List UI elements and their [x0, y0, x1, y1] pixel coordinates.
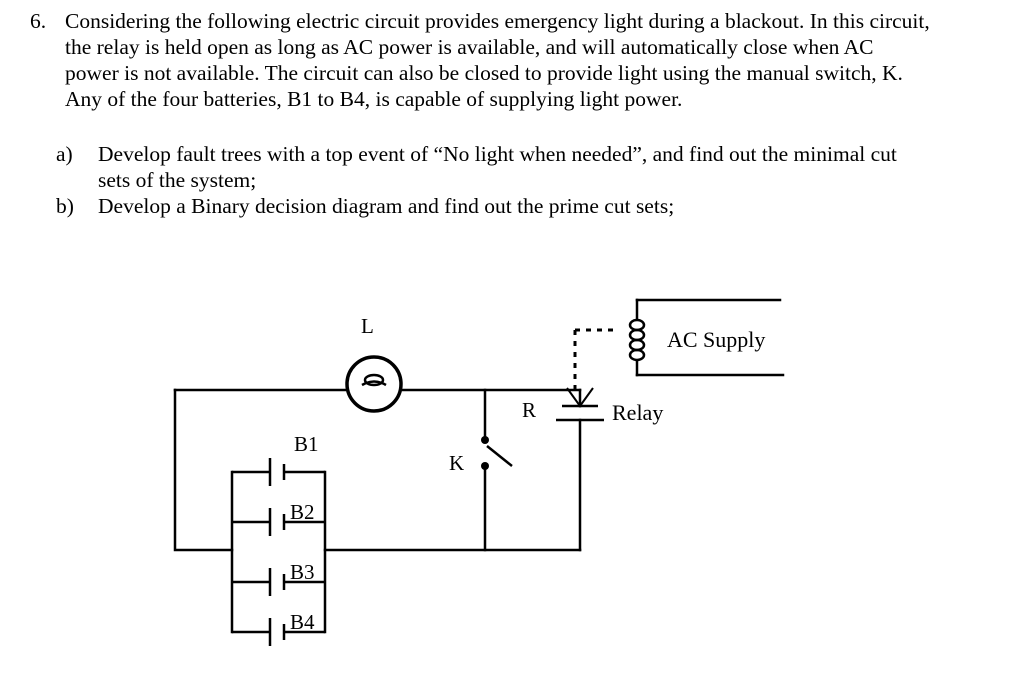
part-a: a) Develop fault trees with a top event …: [56, 141, 956, 193]
switch-k-symbol: [481, 436, 513, 470]
question-stem: 6. Considering the following electric ci…: [30, 8, 930, 112]
relay-coil-symbol: [628, 318, 646, 362]
lamp-symbol: [345, 355, 403, 413]
part-a-label: a): [56, 142, 73, 166]
battery-b4: [232, 618, 325, 646]
batteries: [232, 458, 325, 646]
battery-label-b1: B1: [294, 432, 319, 456]
relay-link-dashed: [573, 328, 616, 392]
battery-label-b3: B3: [290, 560, 315, 584]
relay-label: Relay: [612, 400, 663, 425]
relay-contact-symbol: [556, 387, 604, 422]
part-b-text: Develop a Binary decision diagram and fi…: [98, 194, 675, 218]
lamp-label: L: [361, 314, 374, 338]
battery-b3: [232, 568, 325, 596]
ac-supply-label: AC Supply: [667, 327, 765, 352]
switch-k-label: K: [449, 451, 464, 475]
battery-b1: [232, 458, 325, 486]
question-block: 6. Considering the following electric ci…: [30, 8, 930, 112]
battery-label-b2: B2: [290, 500, 315, 524]
battery-label-b4: B4: [290, 610, 315, 634]
question-number: 6.: [30, 9, 47, 33]
part-a-text: Develop fault trees with a top event of …: [98, 142, 897, 192]
question-text: Considering the following electric circu…: [65, 9, 930, 111]
relay-contact-label: R: [522, 398, 536, 422]
part-b-label: b): [56, 194, 74, 218]
part-b: b) Develop a Binary decision diagram and…: [56, 193, 956, 219]
wire-left: [173, 388, 234, 552]
battery-b2: [232, 508, 325, 536]
